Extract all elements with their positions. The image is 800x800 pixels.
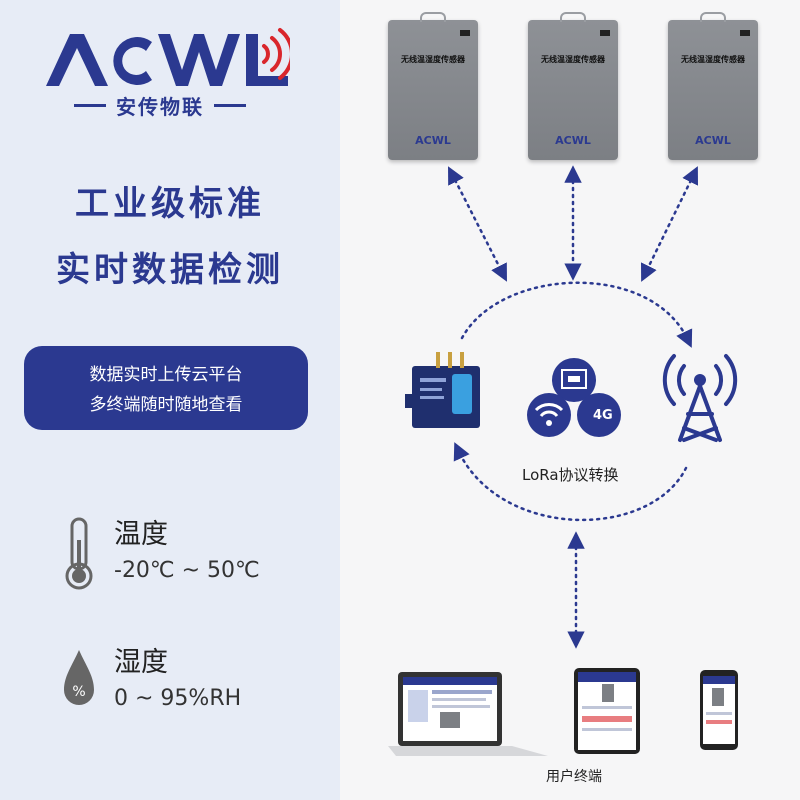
gateway-device [405,352,480,428]
4g-icon [577,393,621,437]
protocol-label: LoRa协议转换 [522,466,619,484]
phone-device [700,670,738,750]
network-diagram [388,165,738,756]
humidity-title: 湿度 [114,647,168,678]
temperature-range: -20℃ ~ 50℃ [114,558,260,583]
sensor-label: 无线温湿度传感器 [541,55,605,64]
gateway-to-tower-arc [460,281,693,348]
laptop-device [388,672,548,756]
brand-subtitle-text: 安传物联 [116,94,204,119]
divider-line [214,103,246,107]
humidity-range: 0 ~ 95%RH [114,686,242,711]
ethernet-icon [552,358,596,402]
sensor-brand-logo: ACWL [555,134,591,147]
sensor-brand-logo: ACWL [695,134,731,147]
svg-text:%: % [72,684,85,700]
temperature-title: 温度 [114,519,168,550]
sensor-hook [560,12,586,22]
sensor-device: 无线温湿度传感器 ACWL [668,12,758,160]
sensor-indicator [600,30,610,36]
divider-line [74,103,106,107]
thermometer-icon [65,517,93,590]
sensor-brand-logo: ACWL [415,134,451,147]
headline-line-1: 工业级标准 [75,184,265,224]
4g-label: 4G [593,408,613,423]
feature-line-2: 多终端随时随地查看 [89,395,243,415]
humidity-drop-icon: % [64,650,94,705]
svg-text:ACWL: ACWL [555,134,591,147]
feature-line-1: 数据实时上传云平台 [89,365,243,385]
sensor-device: 无线温湿度传感器 ACWL [388,12,478,160]
wifi-icon [527,393,571,437]
sensor-indicator [460,30,470,36]
sensor-device: 无线温湿度传感器 ACWL [528,12,618,160]
feature-pill: 数据实时上传云平台 多终端随时随地查看 [24,346,308,430]
sensor-hook [420,12,446,22]
svg-text:ACWL: ACWL [695,134,731,147]
acwl-logo [46,28,290,86]
headline-line-2: 实时数据检测 [56,250,284,290]
svg-text:ACWL: ACWL [415,134,451,147]
sensor-label: 无线温湿度传感器 [401,55,465,64]
left-panel: 安传物联 工业级标准 实时数据检测 数据实时上传云平台 多终端随时随地查看 温度… [0,0,340,800]
brand-subtitle: 安传物联 [40,92,280,119]
sensor-hook [700,12,726,22]
sensor-indicator [740,30,750,36]
tablet-device [574,668,640,754]
sensor-link-arrow [640,166,699,282]
signal-tower-icon [662,354,738,442]
terminals-label: 用户终端 [546,769,602,785]
sensor-label: 无线温湿度传感器 [681,55,745,64]
sensor-link-arrow [448,166,507,282]
